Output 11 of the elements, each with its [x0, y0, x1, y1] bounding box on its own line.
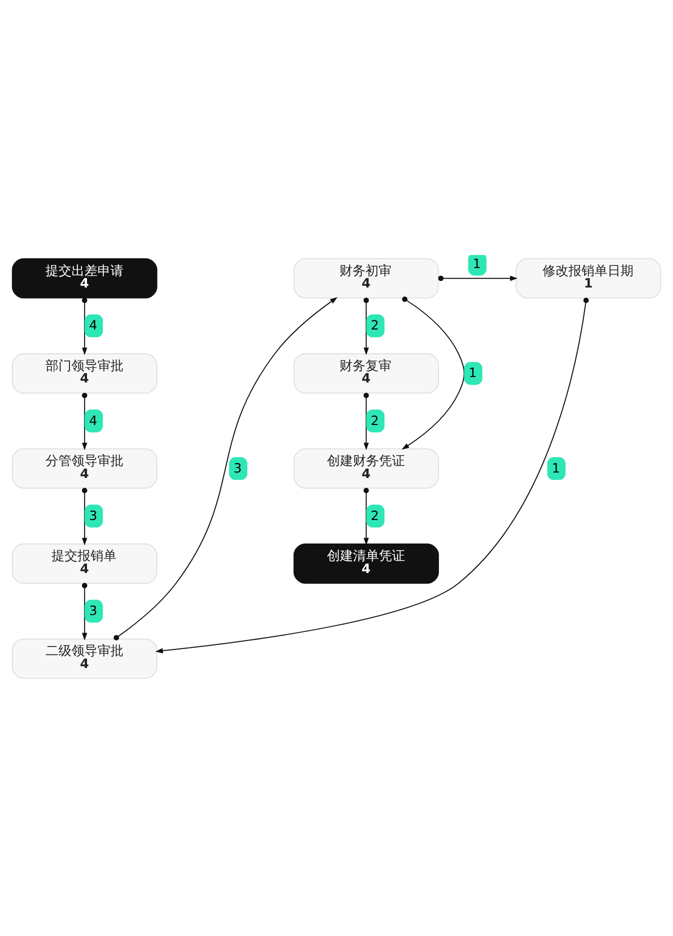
edge-label: 3 [89, 508, 98, 524]
edge-label: 2 [370, 413, 379, 428]
edge-label: 2 [370, 318, 379, 334]
edge-label: 3 [234, 460, 242, 476]
edge-label: 2 [370, 508, 379, 524]
edge-label: 4 [89, 318, 98, 334]
edge-label: 1 [468, 366, 477, 381]
edge-label: 1 [472, 256, 481, 272]
edge-label: 3 [89, 603, 98, 618]
edge-label: 4 [89, 413, 98, 428]
edge-label: 1 [552, 460, 560, 476]
